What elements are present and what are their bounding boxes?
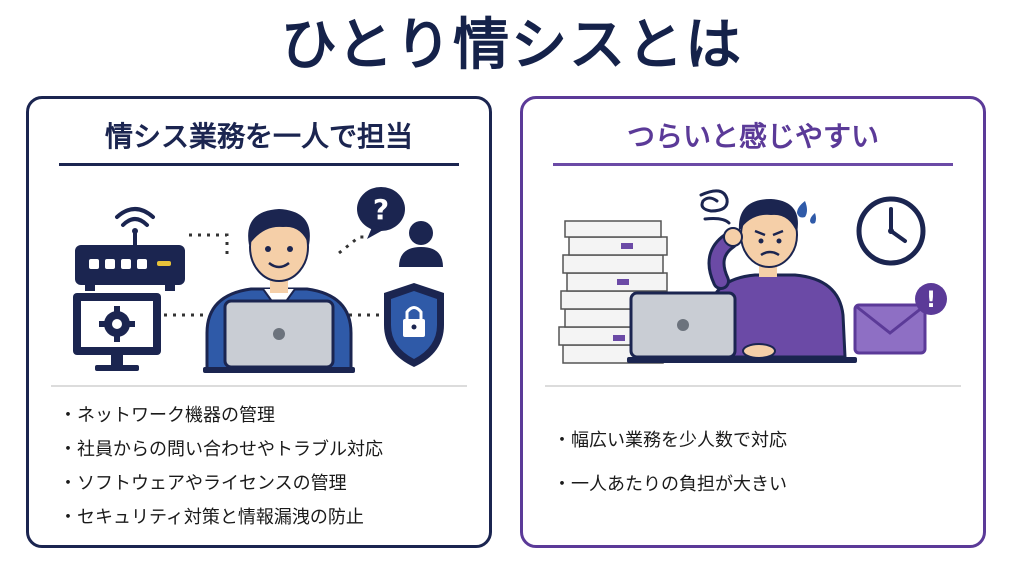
panel-title-right: つらいと感じやすい [626,120,879,153]
list-left: ・ネットワーク機器の管理 ・社員からの問い合わせやトラブル対応 ・ソフトウェアや… [59,399,383,535]
list-item: ・一人あたりの負担が大きい [553,474,787,495]
paper-stack-icon [558,220,668,364]
question-user-icon: ? [357,187,443,267]
worker-laptop-icon [203,209,355,373]
page-title: ひとり情シスとは [280,13,744,78]
panel-one-person-it: 情シス業務を一人で担当 [26,96,492,548]
panel-stressful: つらいと感じやすい [520,96,986,548]
wifi-router-icon [75,207,185,291]
divider-right [545,385,961,387]
list-item: ・幅広い業務を少人数で対応 [553,430,787,451]
list-item: ・社員からの問い合わせやトラブル対応 [59,439,383,460]
list-item: ・ネットワーク機器の管理 [59,405,275,426]
divider-left [51,385,467,387]
svg-text:!: ! [926,288,936,313]
sweat-drop-icon [797,201,816,224]
title-rule-right [553,163,953,166]
right-illustration: ! [558,189,947,364]
alert-mail-icon: ! [853,283,947,355]
left-illustration: ? [73,187,444,373]
stress-spiral-icon [699,189,731,225]
list-right: ・幅広い業務を少人数で対応 ・一人あたりの負担が大きい [553,419,787,507]
list-item: ・ソフトウェアやライセンスの管理 [59,473,347,494]
clock-icon [856,196,926,266]
svg-text:?: ? [373,193,389,226]
list-item: ・セキュリティ対策と情報漏洩の防止 [59,507,364,528]
worried-worker-icon [627,199,857,363]
security-shield-icon [384,283,444,367]
panel-title-left: 情シス業務を一人で担当 [104,120,413,153]
title-rule-left [59,163,459,166]
settings-monitor-icon [73,293,161,371]
